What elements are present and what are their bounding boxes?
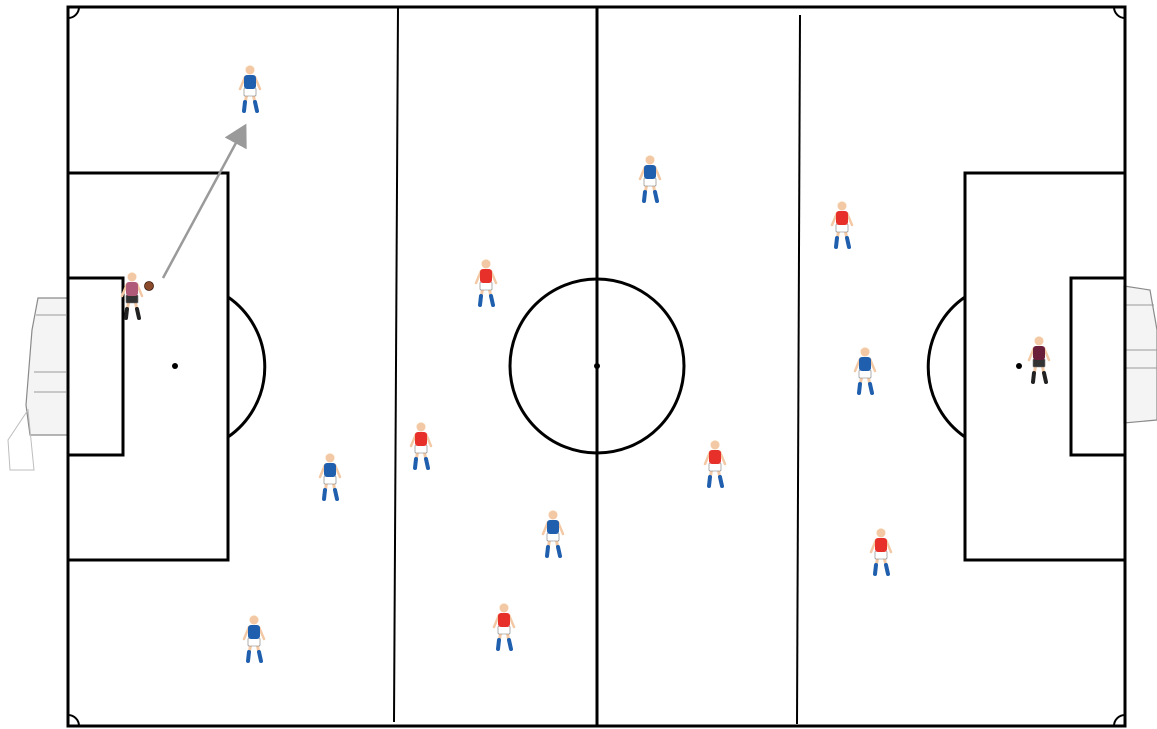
player-blue-2 (855, 347, 875, 393)
player-red-8 (411, 422, 431, 468)
left-penalty-spot (172, 363, 178, 369)
player-blue-1 (640, 155, 660, 201)
player-red-11 (871, 528, 891, 574)
player-blue-0 (240, 65, 260, 111)
player-blue-4 (543, 510, 563, 556)
player-red-6 (476, 259, 496, 305)
left-goal (8, 298, 68, 470)
right-penalty-arc (928, 297, 965, 437)
players-layer (122, 65, 1049, 661)
left-goal-area (68, 278, 123, 455)
corner-arc-bottom-left (68, 715, 79, 726)
player-blue-3 (320, 453, 340, 499)
left-penalty-area (68, 173, 228, 560)
ball-layer (145, 282, 154, 291)
corner-arc-top-right (1114, 7, 1125, 18)
left-penalty-arc (228, 297, 265, 437)
player-blue-5 (244, 615, 264, 661)
corner-arc-top-left (68, 7, 79, 18)
center-spot (594, 363, 600, 369)
right-zone-line (797, 15, 800, 724)
player-red-10 (494, 603, 514, 649)
corner-arc-bottom-right (1114, 715, 1125, 726)
right-goal (1124, 286, 1157, 423)
left-zone-line (394, 7, 398, 722)
goalkeeper-blue-12 (122, 272, 142, 318)
ball (145, 282, 154, 291)
player-red-9 (705, 440, 725, 486)
right-goal-area (1071, 278, 1125, 455)
pass-arrow (163, 128, 244, 278)
pitch-markings (68, 7, 1125, 726)
player-red-7 (832, 201, 852, 247)
right-penalty-spot (1016, 363, 1022, 369)
goalkeeper-red-13 (1029, 336, 1049, 382)
